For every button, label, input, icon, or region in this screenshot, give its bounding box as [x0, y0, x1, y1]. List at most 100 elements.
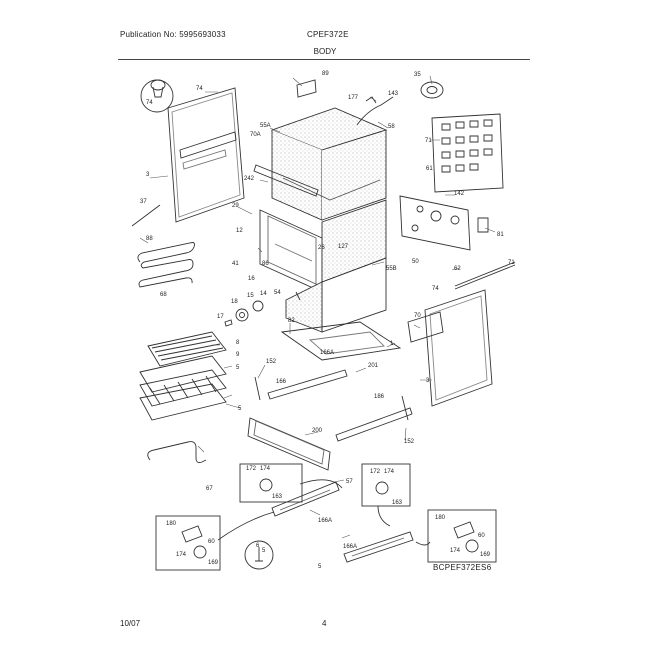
callout-70A: 70A — [250, 132, 261, 138]
part-81-drawing — [477, 217, 489, 233]
callout-5: 5 — [236, 365, 240, 371]
callout-177: 177 — [348, 95, 359, 101]
oven-light-bulb-drawing — [140, 79, 174, 113]
fan-35-drawing — [420, 81, 444, 99]
callout-57: 57 — [346, 479, 353, 485]
callout-200: 200 — [312, 428, 323, 434]
callout-55A: 55A — [260, 123, 271, 129]
callout-174: 174 — [450, 548, 461, 554]
callout-67: 67 — [206, 486, 213, 492]
callout-142: 142 — [454, 191, 465, 197]
callout-166A: 166A — [343, 544, 357, 550]
arrow-roller-right — [415, 541, 431, 546]
callout-74: 74 — [432, 286, 439, 292]
oven-door-frame-drawing — [259, 209, 323, 293]
detail-circle-screw — [244, 540, 274, 570]
callout-58: 58 — [388, 124, 395, 130]
callout-12: 12 — [236, 228, 243, 234]
rails-drawing — [254, 369, 413, 442]
callout-89: 89 — [322, 71, 329, 77]
callout-8: 8 — [236, 340, 240, 346]
callout-5: 5 — [262, 548, 266, 554]
callout-163: 163 — [272, 494, 283, 500]
callout-71: 71 — [508, 260, 515, 266]
callout-60: 60 — [208, 539, 215, 545]
callout-143: 143 — [388, 91, 399, 97]
callout-6: 6 — [256, 543, 260, 549]
callout-15: 15 — [247, 293, 254, 299]
rod-71-drawing — [454, 261, 516, 290]
arrow-roller-left — [217, 511, 275, 541]
broil-element-drawing — [137, 242, 195, 288]
callout-71: 71 — [425, 138, 432, 144]
callout-14: 14 — [260, 291, 267, 297]
callout-242: 242 — [244, 176, 255, 182]
drawer-glide-right-drawing — [343, 531, 414, 563]
arrow-glide-left — [299, 479, 343, 489]
callout-68: 68 — [160, 292, 167, 298]
callout-29: 29 — [232, 203, 239, 209]
publication-number: Publication No: 5995693033 — [120, 30, 226, 39]
callout-86: 86 — [262, 261, 269, 267]
rod-37-drawing — [131, 204, 161, 227]
callout-172: 172 — [246, 466, 257, 472]
callout-labels: 7474370A3788688955A24229121272641168655B… — [140, 71, 515, 570]
callout-166A: 166A — [318, 518, 332, 524]
callout-37: 37 — [140, 199, 147, 205]
header-rule — [118, 59, 530, 60]
bracket-143-drawing — [365, 96, 377, 104]
control-bracket-drawing — [399, 195, 471, 251]
callout-172: 172 — [370, 469, 381, 475]
callout-54: 54 — [274, 290, 281, 296]
callout-152: 152 — [404, 439, 415, 445]
callout-166: 166 — [276, 379, 287, 385]
rear-panel-drawing — [431, 113, 504, 193]
hardware-parts-drawing — [224, 300, 264, 327]
detail-box-roller-right — [427, 509, 497, 563]
callout-55B: 55B — [386, 266, 397, 272]
callout-180: 180 — [166, 521, 177, 527]
callout-61: 61 — [426, 166, 433, 172]
left-side-panel-drawing — [167, 87, 245, 223]
model-number: CPEF372E — [307, 30, 349, 39]
callout-127: 127 — [338, 244, 349, 250]
callout-62: 62 — [454, 266, 461, 272]
callout-152: 152 — [266, 359, 277, 365]
oven-racks-drawing — [139, 331, 227, 421]
callout-5: 5 — [318, 564, 322, 570]
callout-174: 174 — [260, 466, 271, 472]
drawer-frame-drawing — [247, 417, 331, 471]
footer-date: 10/07 — [120, 619, 141, 628]
callout-74: 74 — [146, 100, 153, 106]
callout-50: 50 — [412, 259, 419, 265]
oven-cavity-lower-drawing — [285, 199, 387, 333]
callout-3: 3 — [426, 378, 430, 384]
callout-16: 16 — [248, 276, 255, 282]
oven-cavity-upper-drawing — [270, 107, 388, 221]
hose-58-drawing — [356, 96, 394, 126]
callout-166A: 166A — [320, 350, 334, 356]
page-number: 4 — [322, 619, 327, 628]
rod-242-drawing — [253, 164, 319, 197]
diagram-code: BCPEF372ES6 — [433, 563, 492, 572]
callout-74: 74 — [196, 86, 203, 92]
callout-5: 5 — [238, 406, 242, 412]
callout-163: 163 — [392, 500, 403, 506]
right-side-panel-drawing — [424, 289, 493, 407]
callout-1: 1 — [390, 341, 394, 347]
bottom-tray-drawing — [280, 321, 402, 361]
callout-18: 18 — [231, 299, 238, 305]
vent-89-drawing — [296, 79, 317, 98]
panel-70-drawing — [407, 311, 444, 343]
callout-88: 88 — [146, 236, 153, 242]
callout-180: 180 — [435, 515, 446, 521]
arrow-glide-right — [377, 505, 391, 527]
detail-box-roller-left — [155, 515, 221, 571]
callout-9: 9 — [236, 352, 240, 358]
callout-186: 186 — [374, 394, 385, 400]
callout-70: 70 — [414, 313, 421, 319]
callout-169: 169 — [208, 560, 219, 566]
callout-3: 3 — [146, 172, 150, 178]
bake-element-drawing — [147, 441, 207, 463]
